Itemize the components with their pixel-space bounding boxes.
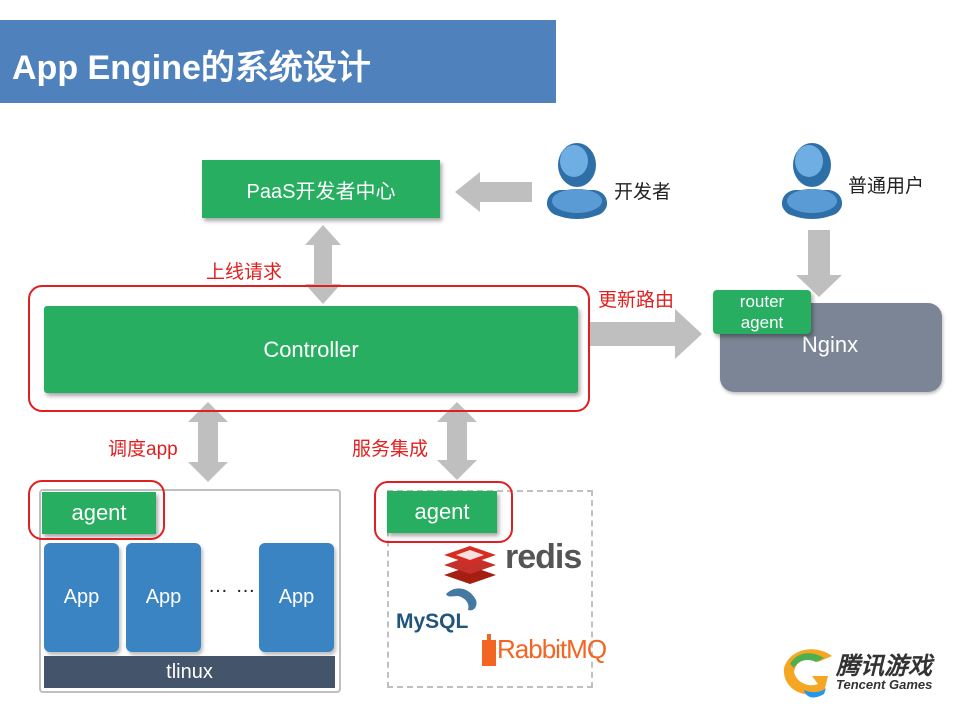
ellipsis: … … — [208, 575, 257, 597]
arrow-controller-to-nginx — [590, 309, 702, 359]
rabbitmq-logo — [482, 634, 496, 666]
developer-icon — [547, 143, 607, 219]
mysql-label: MySQL — [396, 610, 469, 633]
paas-developer-center: PaaS开发者中心 — [202, 160, 440, 218]
user-icon — [782, 143, 842, 219]
app-box: App — [126, 543, 201, 652]
label-deploy-request: 上线请求 — [206, 262, 283, 283]
agent-right: agent — [387, 491, 497, 533]
arrow-controller-left-agent — [188, 402, 228, 482]
slide-title: App Engine的系统设计 — [12, 49, 371, 87]
app-box: App — [44, 543, 119, 652]
title-bar — [0, 20, 556, 103]
arrow-user-to-nginx — [796, 230, 842, 297]
tlinux-bar: tlinux — [44, 656, 335, 688]
nginx-label: Nginx — [801, 331, 859, 357]
agent-left: agent — [42, 492, 156, 534]
arrow-developer-to-paas — [455, 172, 532, 212]
label-schedule-app: 调度app — [108, 439, 178, 460]
app-host-container — [39, 489, 341, 693]
arrow-controller-right-agent — [437, 402, 477, 480]
controller-highlight — [28, 285, 590, 412]
developer-label: 开发者 — [614, 182, 672, 203]
agent-right-highlight — [374, 481, 513, 543]
redis-logo — [444, 546, 496, 584]
tencent-games-cn: 腾讯游戏 — [836, 653, 932, 680]
router-agent-line2: agent — [740, 313, 784, 332]
agent-left-highlight — [28, 480, 165, 540]
user-label: 普通用户 — [848, 176, 925, 197]
arrow-paas-controller — [305, 225, 341, 304]
label-update-route: 更新路由 — [598, 290, 675, 311]
redis-label: redis — [505, 538, 582, 576]
router-agent-box: router agent — [713, 290, 811, 334]
mysql-dolphin-logo — [446, 588, 477, 611]
router-agent-line1: router — [739, 292, 785, 311]
controller-box: Controller — [44, 306, 578, 393]
tencent-games-en: Tencent Games — [836, 677, 933, 692]
app-box: App — [259, 543, 334, 652]
rabbitmq-label: RabbitMQ — [497, 634, 607, 664]
label-service-integration: 服务集成 — [352, 439, 429, 460]
tencent-games-logo — [783, 649, 832, 698]
